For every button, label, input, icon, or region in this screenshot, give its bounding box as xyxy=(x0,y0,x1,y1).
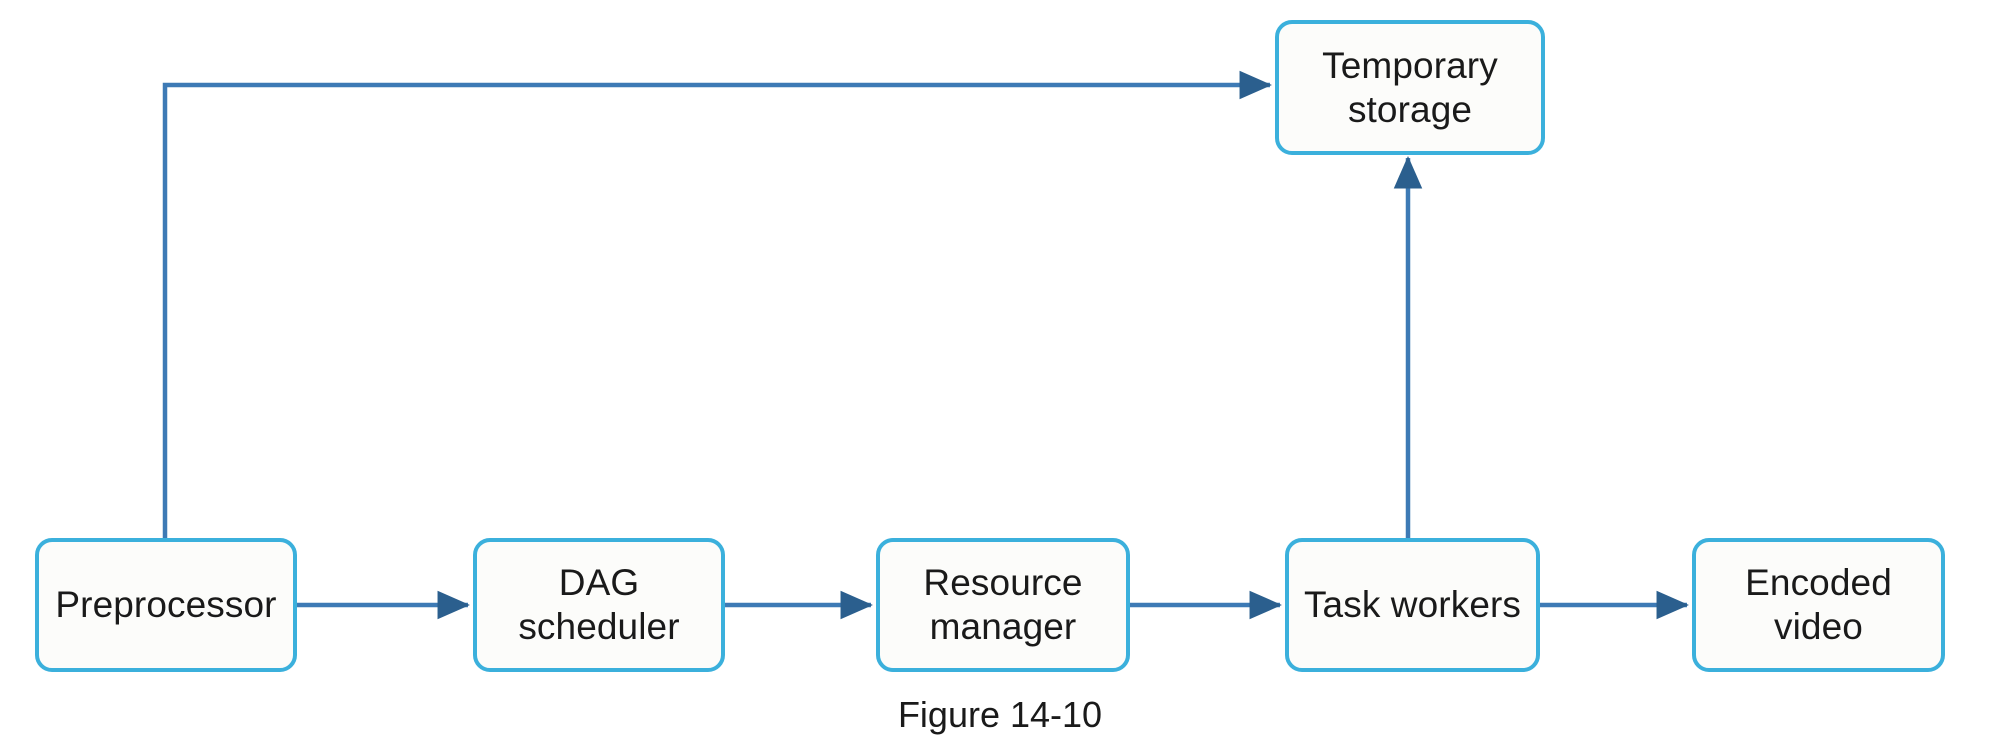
node-dag-scheduler-label: DAG scheduler xyxy=(518,562,680,647)
node-preprocessor[interactable]: Preprocessor xyxy=(35,538,297,672)
node-preprocessor-label: Preprocessor xyxy=(55,584,277,626)
node-task-workers[interactable]: Task workers xyxy=(1285,538,1540,672)
node-task-workers-label: Task workers xyxy=(1303,584,1522,626)
node-temporary-storage-label: Temporary storage xyxy=(1322,44,1498,130)
node-encoded-video[interactable]: Encoded video xyxy=(1692,538,1945,672)
node-encoded-video-label: Encoded video xyxy=(1745,562,1892,647)
node-dag-scheduler[interactable]: DAG scheduler xyxy=(473,538,725,672)
node-temporary-storage[interactable]: Temporary storage xyxy=(1275,20,1545,155)
edge-preprocessor-to-tempstorage xyxy=(162,70,1272,538)
node-resource-manager-label: Resource manager xyxy=(923,562,1083,647)
node-resource-manager[interactable]: Resource manager xyxy=(876,538,1130,672)
figure-caption: Figure 14-10 xyxy=(897,694,1103,735)
